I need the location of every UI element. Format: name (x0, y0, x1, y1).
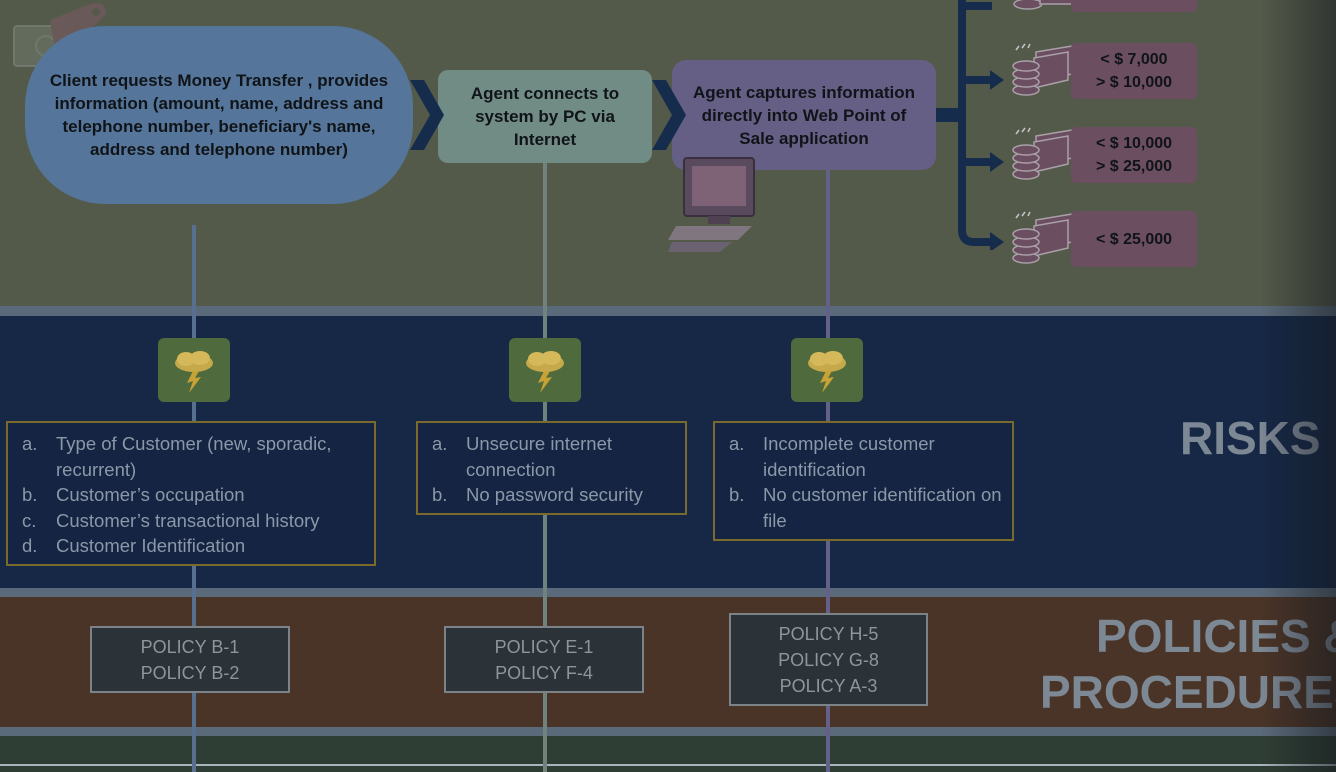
storm-cloud-icon (158, 338, 230, 402)
agent-connect-text: Agent connects to system by PC via Inter… (470, 84, 620, 149)
risk-marker: c. (22, 509, 37, 531)
risk-list-client: a. Type of Customer (new, sporadic, recur… (6, 421, 376, 566)
amount-line: < $ 10,000 (1095, 135, 1173, 152)
risk-item: a. Incomplete customer identification (729, 431, 1004, 482)
policy-box-client: POLICY B-1 POLICY B-2 (90, 626, 290, 693)
risk-text: No customer identification on file (763, 484, 1002, 531)
agent-connect-step: Agent connects to system by PC via Inter… (438, 70, 652, 163)
client-request-text: Client requests Money Transfer , provide… (49, 71, 389, 159)
risks-band-label: RISKS (1180, 412, 1321, 464)
risk-item: b. No password security (432, 482, 677, 508)
risk-text: Unsecure internet connection (466, 433, 613, 480)
policies-label-line: POLICIES & (1096, 610, 1336, 662)
amount-box-top-partial (1071, 0, 1197, 12)
amount-box: < $ 25,000 (1071, 211, 1197, 267)
arrow-right-icon (410, 80, 444, 150)
policy-item: POLICY H-5 (778, 623, 879, 644)
storm-cloud-icon (509, 338, 581, 402)
coins-banknotes-icon (1013, 0, 1073, 10)
amount-line: < $ 25,000 (1095, 230, 1173, 248)
amount-line: > $ 10,000 (1095, 74, 1173, 91)
policy-box-agent-capture: POLICY H-5 POLICY G-8 POLICY A-3 (729, 613, 928, 706)
policy-item: POLICY G-8 (778, 649, 879, 670)
risk-marker: a. (22, 433, 38, 454)
risk-list-agent-capture: a. Incomplete customer identification b. N… (713, 421, 1014, 541)
amount-box: < $ 7,000 > $ 10,000 (1071, 43, 1197, 99)
coins-banknotes-icon (1012, 127, 1073, 180)
risk-marker: b. (729, 484, 745, 505)
band-separator (0, 306, 1336, 316)
amount-box: < $ 10,000 > $ 25,000 (1071, 127, 1197, 183)
client-request-step: Client requests Money Transfer , provide… (25, 26, 413, 204)
policy-item: POLICY F-4 (495, 662, 593, 683)
policies-label-line: PROCEDURES (1040, 666, 1336, 718)
risk-text: Customer’s transactional history (56, 509, 320, 531)
coins-banknotes-icon (1012, 211, 1073, 264)
risk-text: Customer’s occupation (56, 484, 245, 505)
amount-line: < $ 7,000 (1100, 51, 1168, 68)
risk-marker: a. (432, 433, 448, 454)
risk-list-agent-connect: a. Unsecure internet connection b. No pass… (416, 421, 687, 515)
policies-band-label: POLICIES & PROCEDURES (1040, 608, 1336, 720)
policy-item: POLICY E-1 (494, 636, 594, 657)
risk-item: a. Type of Customer (new, sporadic, recur… (22, 431, 366, 482)
risk-item: b. No customer identification on file (729, 482, 1004, 533)
bottom-divider (0, 764, 1336, 766)
arrow-right-icon (652, 80, 686, 150)
risk-text: Incomplete customer identification (763, 433, 935, 480)
risk-text: Customer Identification (56, 535, 246, 556)
amount-line: > $ 25,000 (1095, 158, 1173, 175)
band-separator (0, 727, 1336, 736)
risk-text: Type of Customer (new, sporadic, recurre… (56, 433, 332, 480)
band-separator (0, 588, 1336, 597)
policy-item: POLICY B-1 (140, 636, 240, 657)
policy-item: POLICY B-2 (140, 662, 240, 683)
agent-capture-text: Agent captures information directly into… (693, 82, 915, 148)
policy-box-agent-connect: POLICY E-1 POLICY F-4 (444, 626, 644, 693)
policy-item: POLICY A-3 (779, 675, 878, 696)
computer-icon (668, 157, 755, 252)
risk-item: d. Customer Identification (22, 533, 366, 559)
amount-branch-connector (936, 0, 1004, 250)
bottom-band (0, 736, 1336, 772)
risk-marker: d. (22, 535, 38, 556)
risk-marker: b. (22, 484, 38, 505)
risk-marker: b. (432, 484, 448, 505)
risk-item: a. Unsecure internet connection (432, 431, 677, 482)
risk-marker: a. (729, 433, 745, 454)
risk-text: No password security (466, 484, 643, 505)
risk-item: b. Customer’s occupation (22, 482, 366, 508)
risk-item: c. Customer’s transactional history (22, 508, 366, 534)
storm-cloud-icon (791, 338, 863, 402)
coins-banknotes-icon (1012, 43, 1073, 96)
agent-capture-step: Agent captures information directly into… (672, 60, 936, 170)
